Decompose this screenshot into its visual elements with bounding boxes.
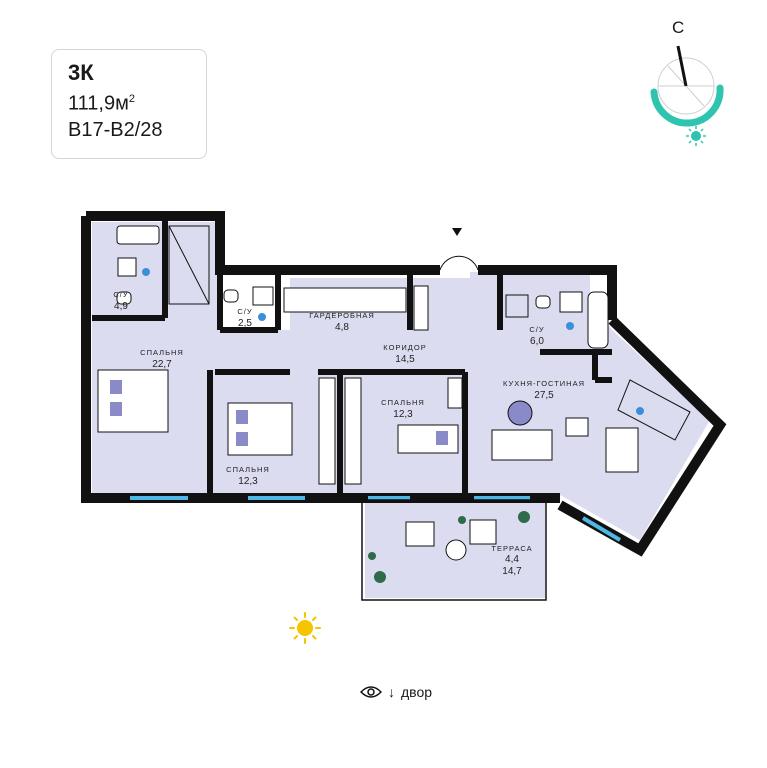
apartment-area: 111,9м2: [68, 92, 135, 115]
table-icon: [445, 539, 467, 561]
room-area: 4,4: [505, 554, 519, 565]
wardrobe-closet: [344, 377, 362, 485]
room-area: 2,5: [238, 318, 252, 329]
shower-icon: [168, 225, 210, 305]
room-area: 27,5: [534, 390, 554, 401]
entrance-marker-icon: [452, 228, 462, 236]
room-label: КОРИДОР: [383, 343, 426, 352]
bed-icon: [97, 369, 169, 433]
room-label: СПАЛЬНЯ: [381, 398, 425, 407]
pillows: [110, 380, 448, 446]
wardrobes: [283, 285, 463, 485]
view-arrow: ↓: [388, 684, 395, 700]
room-label: СПАЛЬНЯ: [226, 465, 270, 474]
room-label: С/У: [529, 325, 544, 334]
inner-walls: [92, 220, 612, 495]
terrace-furniture: [405, 519, 497, 561]
room-area: 6,0: [530, 336, 544, 347]
view-text: двор: [401, 684, 433, 700]
room-label: СПАЛЬНЯ: [140, 348, 184, 357]
armchair-icon: [565, 417, 589, 437]
room-label: ГАРДЕРОБНАЯ: [309, 311, 375, 320]
apartment-code: В17-В2/28: [68, 118, 163, 141]
wardrobe-closet: [413, 285, 429, 331]
view-direction: ↓ двор: [360, 684, 432, 700]
kitchen-counter: [617, 379, 691, 441]
armchair-icon: [405, 521, 435, 547]
coffee-table-icon: [507, 400, 533, 426]
sofa-icon: [491, 429, 553, 461]
wardrobe-closet: [283, 287, 407, 313]
kitchen-furniture: [491, 379, 691, 473]
toilet-icon: [223, 289, 239, 303]
sink-icon: [117, 257, 137, 277]
room-labels: С/У 4,9 С/У 2,5 ГАРДЕРОБНАЯ 4,8 С/У 6,0 …: [113, 290, 585, 577]
bathtub-icon: [116, 225, 160, 245]
room-area: 12,3: [238, 476, 258, 487]
room-label: С/У: [237, 307, 252, 316]
armchair-icon: [469, 519, 497, 545]
room-area: 22,7: [152, 359, 172, 370]
room-area: 4,8: [335, 322, 349, 333]
room-label: КУХНЯ-ГОСТИНАЯ: [503, 379, 585, 388]
dining-table-icon: [605, 427, 639, 473]
bathtub-icon: [587, 291, 609, 349]
wardrobe-closet: [318, 377, 336, 485]
plant-icons: [368, 511, 530, 583]
toilet-icon: [116, 291, 132, 305]
apartment-type: 3К: [68, 60, 94, 85]
wardrobe-closet: [447, 377, 463, 409]
bed-icon: [397, 424, 459, 454]
room-area: 14,7: [502, 566, 522, 577]
compass-north-label: С: [672, 18, 685, 37]
room-area: 12,3: [393, 409, 413, 420]
entrance-door: [439, 255, 479, 271]
room-label: С/У: [113, 290, 128, 299]
toilet-icon: [535, 295, 551, 309]
room-label: ТЕРРАСА: [491, 544, 532, 553]
fixtures: [116, 225, 609, 349]
water-drop-icons: [142, 268, 644, 415]
sun-icon: [686, 126, 706, 146]
compass-icon: [650, 45, 724, 146]
sink-icon: [559, 291, 583, 313]
room-area: 4,9: [114, 301, 128, 312]
room-area: 14,5: [395, 354, 415, 365]
shower-icon: [505, 294, 529, 318]
room-fills: [92, 222, 710, 598]
sun-icon: [289, 612, 321, 644]
apartment-info-card: 3К 111,9м2 В17-В2/28: [51, 49, 207, 159]
sink-icon: [252, 286, 274, 306]
windows: [130, 496, 622, 542]
eye-icon: [360, 686, 382, 698]
terrace-outline: [361, 499, 547, 601]
